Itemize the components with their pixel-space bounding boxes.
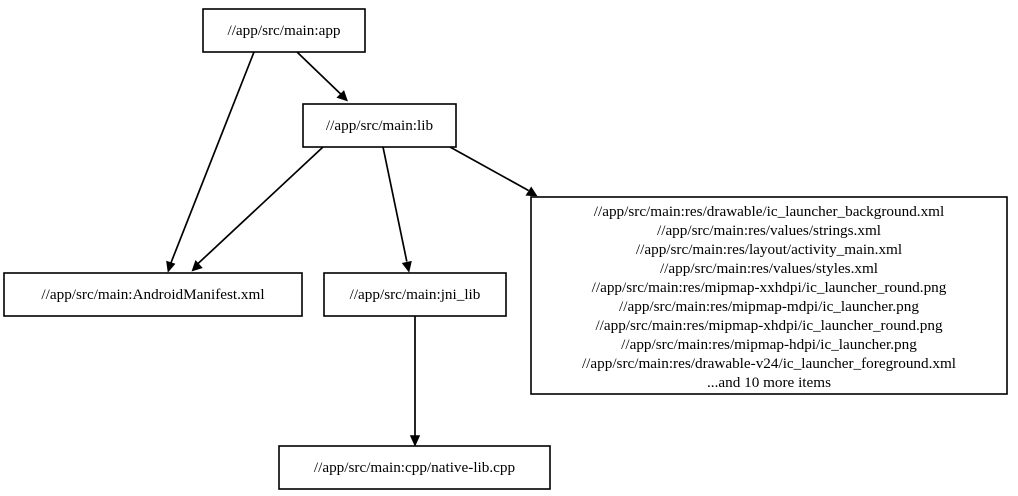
arrowhead-icon: [409, 435, 421, 447]
arrowhead-icon: [336, 90, 348, 102]
edge-app-to-lib: [296, 51, 348, 102]
node-box[interactable]: [323, 272, 507, 317]
arrowhead-icon: [525, 186, 538, 197]
node-label: //app/src/main:lib: [326, 117, 434, 134]
node-layer: //app/src/main:app //app/src/main:lib //…: [3, 8, 1008, 490]
node-box[interactable]: [302, 103, 457, 148]
edge-app-to-manifest: [166, 51, 255, 273]
edge-line: [296, 51, 342, 96]
node-app[interactable]: //app/src/main:app: [202, 8, 366, 53]
node-label: //app/src/main:app: [227, 22, 340, 39]
edge-lib-to-jni-lib: [382, 146, 412, 273]
resource-line: //app/src/main:res/values/strings.xml: [657, 222, 881, 239]
resource-line: ...and 10 more items: [707, 374, 831, 391]
arrowhead-icon: [401, 260, 412, 273]
edge-line: [169, 51, 255, 265]
resource-line: //app/src/main:res/values/styles.xml: [660, 260, 878, 277]
resource-line: //app/src/main:res/drawable-v24/ic_launc…: [582, 355, 956, 372]
node-box[interactable]: [3, 272, 303, 317]
node-label: //app/src/main:AndroidManifest.xml: [41, 286, 264, 303]
edge-layer: [166, 51, 538, 447]
edge-line: [382, 146, 408, 262]
resource-line: //app/src/main:res/mipmap-xxhdpi/ic_laun…: [592, 279, 947, 296]
node-android-manifest[interactable]: //app/src/main:AndroidManifest.xml: [3, 272, 303, 317]
edge-line: [197, 146, 324, 265]
node-resources-bundle[interactable]: //app/src/main:res/drawable/ic_launcher_…: [530, 196, 1008, 395]
arrowhead-icon: [191, 260, 203, 272]
edge-lib-to-resources: [449, 146, 538, 197]
node-box[interactable]: [530, 196, 1008, 395]
resource-line: //app/src/main:res/layout/activity_main.…: [636, 241, 902, 258]
resource-line: //app/src/main:res/mipmap-mdpi/ic_launch…: [619, 298, 919, 315]
resource-line: //app/src/main:res/drawable/ic_launcher_…: [594, 203, 944, 220]
node-label: //app/src/main:cpp/native-lib.cpp: [314, 459, 515, 476]
node-native-lib-cpp[interactable]: //app/src/main:cpp/native-lib.cpp: [278, 445, 551, 490]
node-box[interactable]: [202, 8, 366, 53]
resource-line: //app/src/main:res/mipmap-hdpi/ic_launch…: [621, 336, 917, 353]
node-box[interactable]: [278, 445, 551, 490]
node-label: //app/src/main:jni_lib: [350, 286, 481, 303]
edge-line: [449, 146, 529, 192]
edge-jni-lib-to-native-lib: [409, 316, 421, 447]
node-jni-lib[interactable]: //app/src/main:jni_lib: [323, 272, 507, 317]
resource-line: //app/src/main:res/mipmap-xhdpi/ic_launc…: [595, 317, 943, 334]
edge-lib-to-manifest: [191, 146, 324, 272]
arrowhead-icon: [166, 260, 176, 273]
node-lib[interactable]: //app/src/main:lib: [302, 103, 457, 148]
